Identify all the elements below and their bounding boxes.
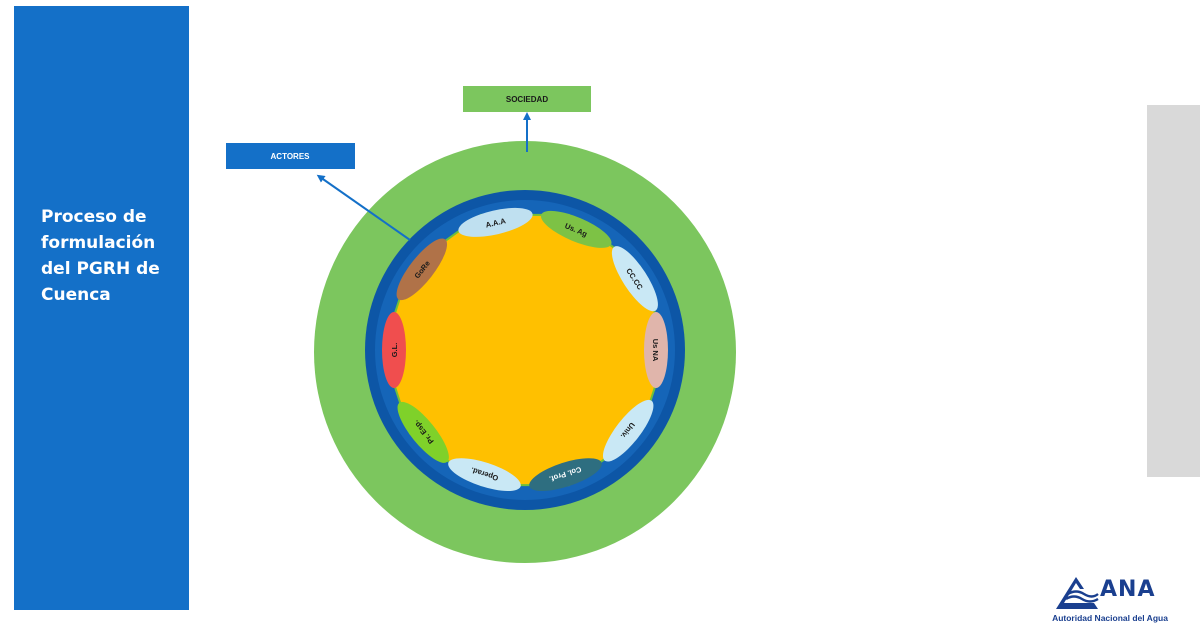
ana-logo-text: ANA <box>1100 577 1156 602</box>
actor-label: G.L. <box>390 343 399 358</box>
actor-label: Us NA <box>651 339 660 362</box>
ana-wave-icon <box>1056 577 1099 609</box>
actor-oval-shape <box>397 401 449 463</box>
side-grey-panel <box>1147 105 1200 477</box>
slide-title: Proceso de formulación del PGRH de Cuenc… <box>41 207 160 305</box>
actor-oval-shape <box>644 312 668 388</box>
actor-oval: GoRe <box>396 238 448 301</box>
actor-oval: Univ. <box>602 399 654 462</box>
actor-oval: A.A.A <box>458 207 533 237</box>
actor-oval-shape <box>396 238 448 301</box>
actor-oval-shape <box>448 458 521 491</box>
ana-logo: ANA Autoridad Nacional del Agua <box>1050 575 1170 627</box>
ana-logo-subtitle: Autoridad Nacional del Agua <box>1052 613 1168 623</box>
actor-oval: Us NA <box>644 312 668 388</box>
actor-oval-shape <box>529 458 602 491</box>
actor-oval-shape <box>602 399 654 462</box>
actor-oval: Col. Prof. <box>529 458 602 491</box>
actor-oval-shape <box>382 312 406 388</box>
actor-oval: Us. Ag <box>540 210 612 248</box>
actor-oval: CC.CC <box>611 246 658 312</box>
actor-oval-shape <box>611 246 658 312</box>
sociedad-label: SOCIEDAD <box>506 95 548 104</box>
actores-box <box>226 143 355 169</box>
actor-oval: Operad. <box>448 458 521 491</box>
actor-oval-shape <box>540 210 612 248</box>
title-panel: Proceso de formulación del PGRH de Cuenc… <box>14 6 189 610</box>
actor-oval-shape <box>458 207 533 237</box>
actores-label: ACTORES <box>271 152 311 161</box>
sociedad-box <box>463 86 591 112</box>
arrow-to-actores <box>316 174 411 241</box>
actor-oval: G.L. <box>382 312 406 388</box>
